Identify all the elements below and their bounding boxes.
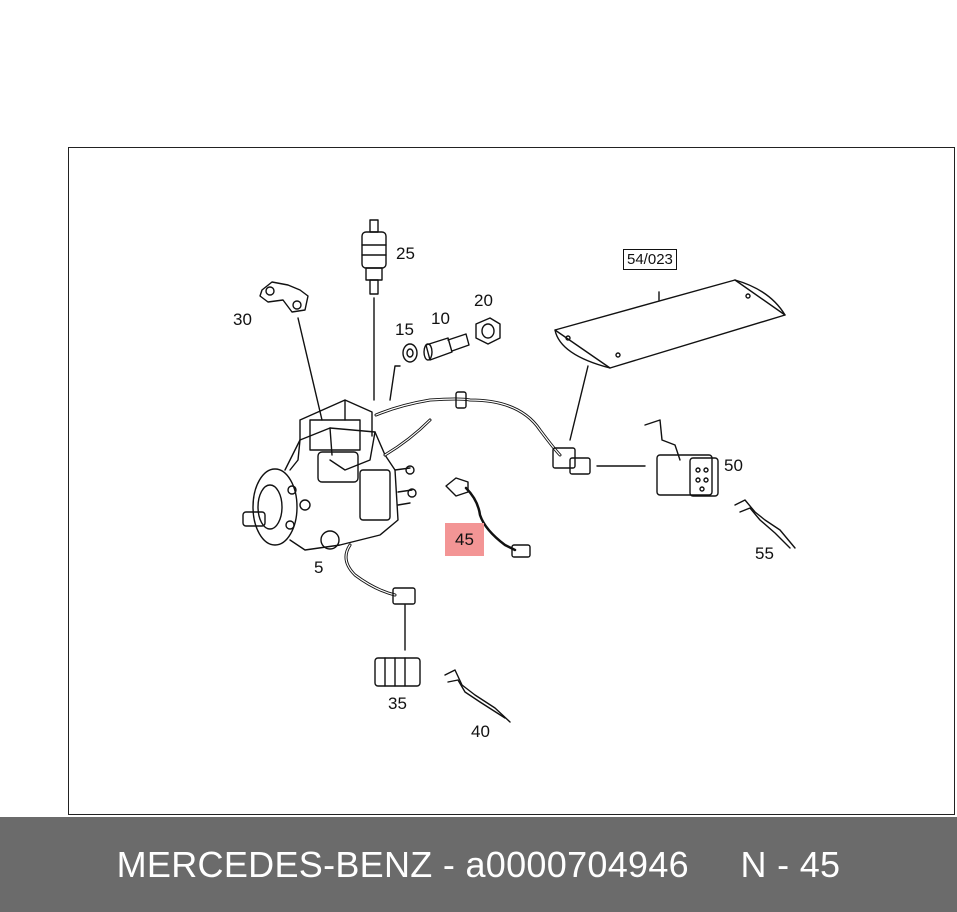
part-25 — [361, 219, 387, 295]
injection-pump — [242, 399, 417, 551]
cover-part — [554, 279, 786, 369]
part-35 — [374, 657, 421, 687]
label-ref-54-023: 54/023 — [623, 249, 677, 270]
part-30 — [259, 281, 309, 313]
part-20 — [475, 317, 501, 345]
part-45 — [445, 477, 531, 558]
part-55 — [734, 499, 796, 549]
part-15 — [402, 343, 418, 363]
label-50: 50 — [724, 456, 743, 475]
part-40 — [444, 669, 511, 723]
part-10 — [423, 333, 470, 361]
footer-bar: MERCEDES-BENZ - a0000704946 N - 45 — [0, 817, 957, 912]
label-35: 35 — [388, 694, 407, 713]
label-10: 10 — [431, 309, 450, 328]
label-45-highlighted: 45 — [445, 523, 484, 556]
part-50 — [644, 419, 719, 497]
label-40: 40 — [471, 722, 490, 741]
label-5: 5 — [314, 558, 324, 577]
footer-caption: MERCEDES-BENZ - a0000704946 N - 45 — [116, 843, 841, 885]
label-15: 15 — [395, 320, 414, 339]
label-25: 25 — [396, 244, 415, 263]
label-55: 55 — [755, 544, 774, 563]
label-20: 20 — [474, 291, 493, 310]
diagram-frame — [68, 147, 955, 815]
label-30: 30 — [233, 310, 252, 329]
